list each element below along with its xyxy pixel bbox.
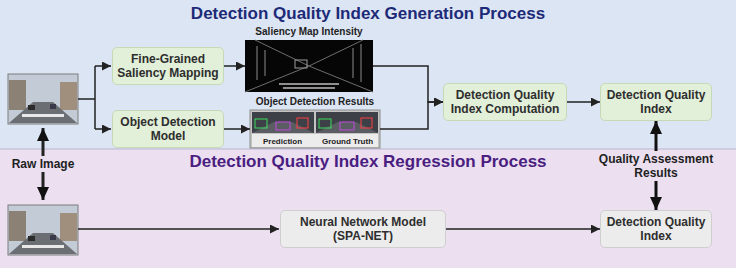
output-box: Detection Quality Index	[600, 83, 712, 121]
image-building	[9, 80, 26, 110]
input-lines	[43, 66, 279, 229]
input-arrow	[78, 228, 279, 230]
image-crosswalk	[22, 245, 64, 248]
image-building	[9, 211, 26, 241]
label-patch: Raw Image	[9, 156, 78, 172]
saliency-edges	[245, 40, 373, 92]
band-title: Detection Quality Index Generation Proce…	[0, 4, 736, 24]
detection-box	[319, 119, 331, 128]
prediction-image	[252, 112, 314, 133]
output-box: Detection Quality Index	[600, 210, 712, 248]
image-car	[28, 236, 35, 241]
model-box: Neural Network Model (SPA-NET)	[280, 210, 446, 248]
band-divider	[0, 149, 736, 150]
saliency-edges	[295, 60, 307, 68]
edge-label-patch: Quality Assessment Results	[588, 151, 724, 181]
image-heading: Object Detection Results	[256, 96, 374, 108]
detection-box	[340, 122, 354, 130]
connector	[567, 101, 600, 103]
raw-image	[8, 205, 78, 255]
input-arrow	[95, 128, 111, 130]
box-label: Object Detection Model	[117, 115, 219, 143]
connector	[224, 65, 245, 67]
image-car	[28, 105, 35, 110]
box-label: Detection Quality Index	[605, 88, 707, 116]
regression-band-fill	[0, 149, 736, 268]
detection-box	[361, 118, 372, 128]
detection-results-image	[250, 110, 380, 148]
box-label: Detection Quality Index	[605, 215, 707, 243]
image-sky	[8, 74, 78, 124]
ground-truth-image	[316, 112, 378, 133]
input-arrow	[95, 65, 111, 67]
image-building	[60, 82, 77, 110]
image-frame	[250, 110, 380, 148]
image-crosswalk	[22, 114, 64, 117]
image-heading: Saliency Map Intensity	[255, 26, 362, 38]
saliency-edges	[279, 84, 339, 88]
image-road	[9, 233, 77, 254]
saliency-edges	[257, 44, 361, 82]
image-panel: Saliency Map Intensity	[245, 40, 373, 92]
image-label: Prediction	[250, 136, 315, 147]
image-sky	[8, 205, 78, 255]
image-car	[50, 235, 56, 240]
process-box: Fine-Grained Saliency Mapping	[112, 47, 224, 85]
connector-group	[224, 66, 656, 229]
edge-label: Quality Assessment Results	[599, 152, 713, 180]
image-car	[50, 104, 56, 109]
detection-box	[297, 118, 308, 128]
image-label: Raw Image	[12, 157, 75, 171]
box-label: Fine-Grained Saliency Mapping	[117, 52, 219, 80]
saliency-ground	[245, 40, 373, 92]
detection-box	[255, 119, 267, 128]
process-band: Fine-Grained Saliency Mapping Saliency Ma…	[0, 0, 736, 149]
input-line	[94, 66, 96, 129]
connector	[446, 228, 600, 230]
image-panel: Object Detection ResultsPredictionGround…	[250, 110, 380, 148]
process-box: Detection Quality Index Computation	[443, 83, 567, 121]
connector	[224, 128, 250, 130]
detection-box	[276, 122, 290, 130]
input-line	[78, 98, 95, 100]
box-label: Detection Quality Index Computation	[448, 88, 562, 116]
raw-image	[8, 74, 78, 124]
image-label-row: PredictionGround Truth	[250, 136, 380, 147]
box-label: Neural Network Model (SPA-NET)	[285, 215, 441, 243]
image-label: Ground Truth	[315, 136, 380, 147]
saliency-map-image	[245, 40, 373, 92]
image-road	[9, 102, 77, 123]
connector	[380, 102, 443, 129]
process-box: Object Detection Model	[112, 110, 224, 148]
generation-band-fill	[0, 0, 736, 149]
image-building	[60, 213, 77, 241]
connector	[373, 66, 443, 102]
